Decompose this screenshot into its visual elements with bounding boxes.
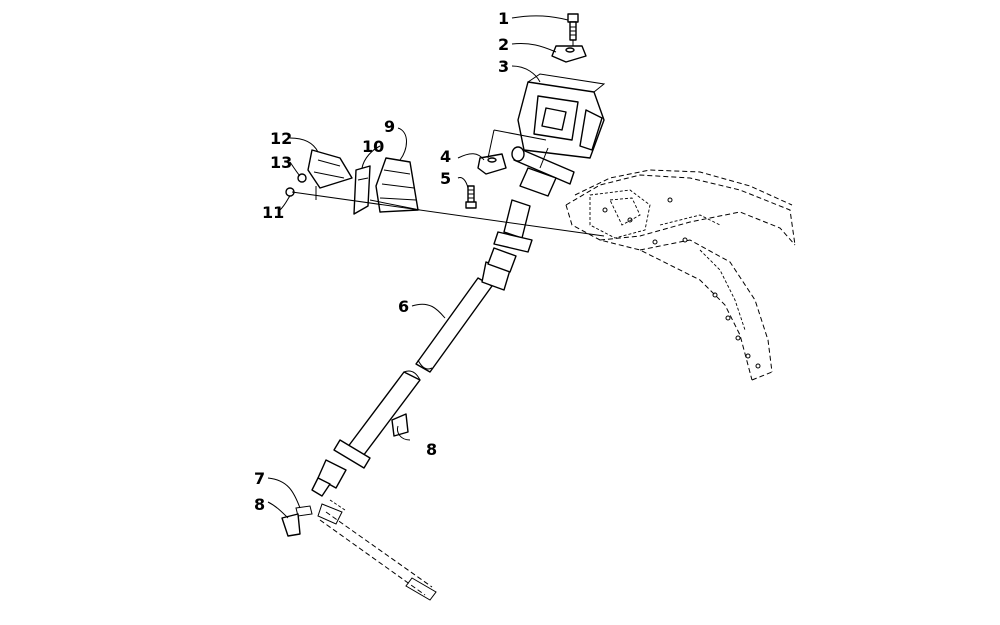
callout-4: 4 xyxy=(440,147,451,166)
callout-7: 7 xyxy=(254,469,265,488)
callout-8-upper: 8 xyxy=(426,440,437,459)
clamp-top xyxy=(551,45,587,63)
callout-3: 3 xyxy=(498,57,509,76)
callout-10: 10 xyxy=(362,137,384,156)
clamp-4 xyxy=(477,153,507,175)
bolt-top xyxy=(567,13,579,41)
callout-1: 1 xyxy=(498,9,509,28)
callout-labels: 1 2 3 4 5 6 8 7 8 9 10 12 13 11 xyxy=(254,9,509,514)
callout-5: 5 xyxy=(440,169,451,188)
callout-leaders xyxy=(267,15,569,519)
alignment-lines xyxy=(291,40,605,237)
steering-post-head xyxy=(511,146,575,197)
callout-6: 6 xyxy=(398,297,409,316)
ring-7 xyxy=(295,505,313,517)
lower-shaft-dashed xyxy=(317,499,437,601)
chassis-frame xyxy=(565,169,796,381)
bracket-block xyxy=(517,73,606,159)
callout-8-lower: 8 xyxy=(254,495,265,514)
callout-2: 2 xyxy=(498,35,509,54)
callout-9: 9 xyxy=(384,117,395,136)
callout-11: 11 xyxy=(262,203,284,222)
bolt-5 xyxy=(465,185,477,209)
bushing-8-lower xyxy=(281,513,301,537)
handle-assembly xyxy=(285,149,419,215)
steering-column xyxy=(311,199,533,497)
callout-12: 12 xyxy=(270,129,292,148)
callout-13: 13 xyxy=(270,153,292,172)
bushing-8-upper xyxy=(391,413,409,437)
